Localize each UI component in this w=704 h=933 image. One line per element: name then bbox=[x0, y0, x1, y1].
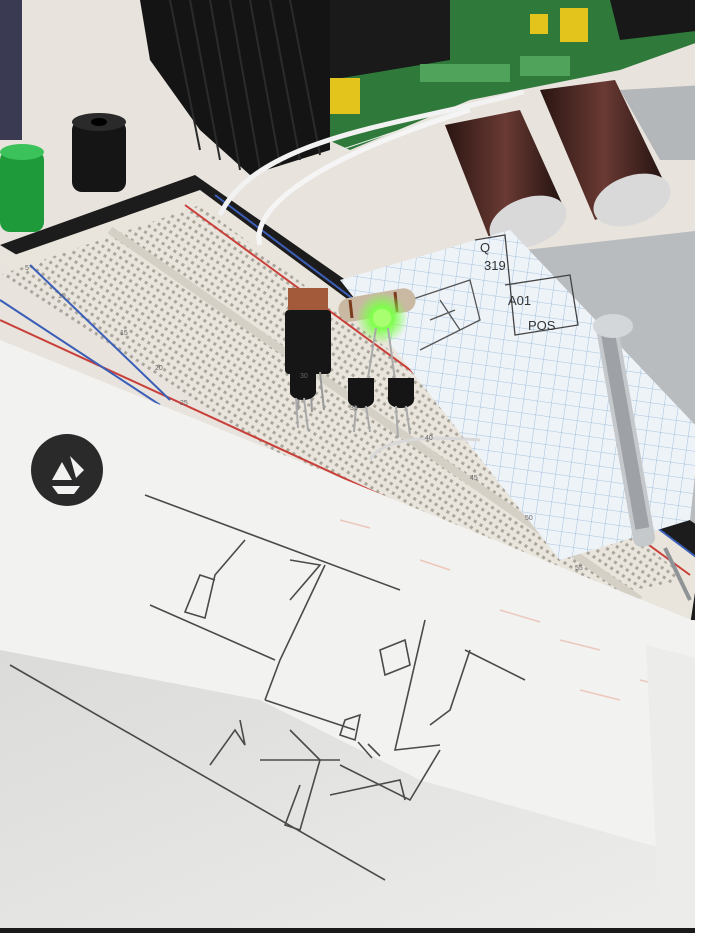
transistor bbox=[348, 378, 374, 433]
hand-drawn-schematic bbox=[9, 494, 526, 881]
yellow-capacitor bbox=[330, 78, 360, 114]
precision-screwdriver bbox=[593, 314, 692, 601]
binding-post-black bbox=[72, 113, 126, 192]
row-number: 15 bbox=[120, 330, 128, 337]
dark-object-edge bbox=[0, 0, 22, 140]
power-rail-blue bbox=[29, 264, 171, 401]
metal-plate bbox=[620, 85, 704, 160]
breadboard-holes bbox=[0, 205, 690, 610]
bottom-border bbox=[0, 928, 704, 933]
note-cell-a01: A01 bbox=[508, 293, 531, 308]
paper-shadow bbox=[0, 650, 704, 933]
yellow-capacitor bbox=[530, 14, 548, 34]
pcb-silkscreen bbox=[339, 109, 461, 151]
heatsink bbox=[140, 0, 330, 175]
transistor bbox=[388, 378, 414, 439]
right-border bbox=[695, 0, 704, 933]
row-number: 35 bbox=[350, 405, 358, 412]
recycle-symbol-icon bbox=[31, 434, 103, 506]
row-number: 30 bbox=[300, 373, 308, 380]
terminal-block bbox=[520, 56, 570, 76]
row-number: 50 bbox=[525, 515, 533, 522]
electrolytic-capacitor bbox=[540, 80, 671, 227]
terminal-block bbox=[420, 64, 510, 82]
yellow-capacitor bbox=[560, 8, 588, 42]
heatsink bbox=[610, 0, 704, 40]
amplifier-pcb bbox=[140, 0, 704, 175]
row-number: 40 bbox=[425, 435, 433, 442]
heatsink bbox=[330, 0, 450, 80]
note-table: Q 319 A01 POS bbox=[474, 234, 579, 336]
binding-post-green bbox=[0, 144, 44, 232]
note-cell-pos: POS bbox=[528, 318, 556, 333]
row-number: 55 bbox=[575, 565, 583, 572]
power-rail-blue bbox=[0, 299, 161, 406]
paper-edge bbox=[646, 645, 704, 933]
breadboard-row-numbers: 5 10 15 20 25 30 35 40 45 50 55 bbox=[25, 265, 583, 572]
jumper-wire bbox=[368, 436, 481, 461]
row-number: 45 bbox=[470, 475, 478, 482]
row-number: 5 bbox=[25, 265, 29, 272]
voltage-regulator bbox=[285, 288, 331, 413]
transistor bbox=[290, 370, 316, 431]
grid-paper-note: Q 319 A01 POS bbox=[340, 230, 700, 560]
schematic-paper bbox=[0, 340, 704, 933]
row-number: 25 bbox=[180, 400, 188, 407]
row-number: 20 bbox=[155, 365, 163, 372]
note-cell-319: 319 bbox=[484, 258, 506, 273]
white-jumper-wire bbox=[217, 89, 525, 217]
white-jumper-wire bbox=[256, 107, 471, 246]
note-cell-q: Q bbox=[480, 240, 490, 255]
row-number: 10 bbox=[58, 293, 66, 300]
